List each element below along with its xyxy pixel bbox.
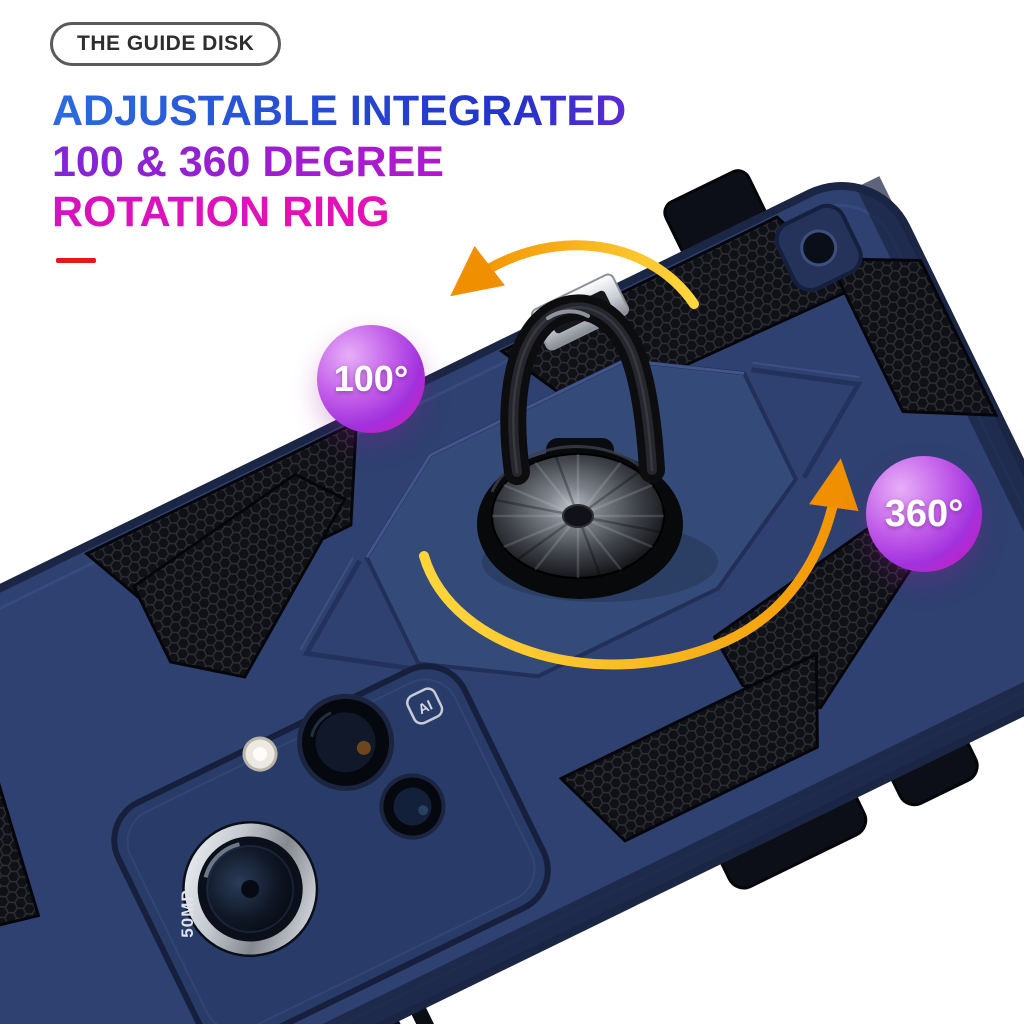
ai-mark: AI (406, 687, 444, 725)
headline: ADJUSTABLE INTEGRATED 100 & 360 DEGREE R… (52, 86, 626, 238)
phone-case: 50MP AI (0, 169, 1024, 1024)
rotation-arrow-right (419, 458, 859, 670)
camera-flash (242, 736, 278, 772)
camera-second-lens (297, 693, 395, 791)
angle-badge-100: 100° (317, 325, 425, 433)
honeycomb-panels (0, 215, 999, 949)
ring-loop (500, 294, 665, 485)
rotation-arrow-left (450, 240, 699, 309)
guide-disk-pill-label: THE GUIDE DISK (77, 32, 255, 55)
rotation-arrows (419, 240, 859, 670)
ring-kickstand (477, 273, 718, 602)
ring-disk (477, 445, 683, 599)
case-creases (299, 361, 863, 672)
camera-ai-label: AI (415, 697, 435, 718)
angle-badge-360: 360° (866, 456, 982, 572)
guide-disk-pill: THE GUIDE DISK (50, 22, 282, 66)
camera-module: 50MP AI (111, 663, 551, 1024)
headline-line-2: 100 & 360 DEGREE (52, 137, 626, 188)
headline-line-1: ADJUSTABLE INTEGRATED (52, 87, 627, 135)
red-accent-line (56, 258, 96, 263)
camera-third-lens (379, 773, 446, 840)
headline-line-3: ROTATION RING (52, 187, 626, 238)
camera-main-lens (182, 821, 319, 958)
corner-ring-hole (774, 203, 863, 292)
camera-mp-label: 50MP (178, 889, 197, 937)
